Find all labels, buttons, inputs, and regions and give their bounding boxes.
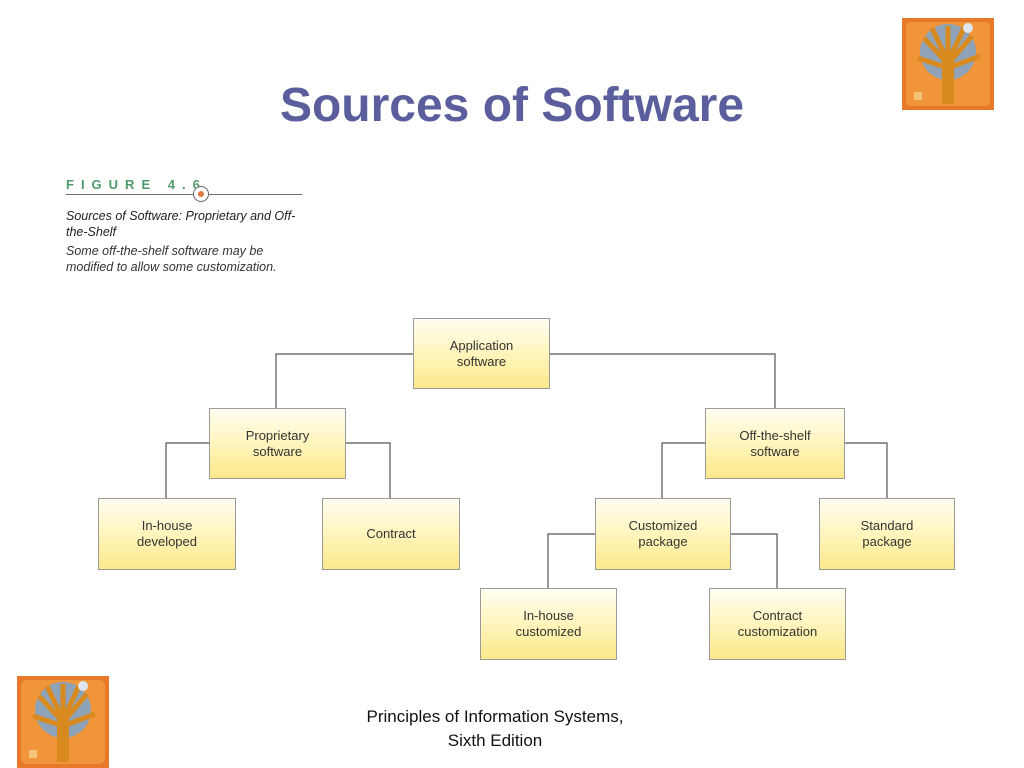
node-in-house-developed: In-house developed [98, 498, 236, 570]
connector-proprietary-inhouse [165, 442, 209, 498]
node-standard-package: Standard package [819, 498, 955, 570]
tree-icon [17, 676, 109, 768]
figure-note: Some off-the-shelf software may be modif… [66, 244, 277, 274]
slide-title: Sources of Software [279, 79, 745, 132]
book-cover-logo [902, 18, 994, 110]
connector-offshelf-customized [661, 442, 705, 498]
tree-icon [902, 18, 994, 110]
connector-proprietary-contract [346, 442, 391, 498]
node-contract-customization: Contract customization [709, 588, 846, 660]
connector-app-offshelf [550, 353, 776, 408]
connector-customized-contract [731, 533, 778, 588]
figure-dot-icon [193, 186, 209, 202]
node-customized-package: Customized package [595, 498, 731, 570]
node-contract: Contract [322, 498, 460, 570]
connector-offshelf-standard [845, 442, 888, 498]
connector-customized-inhouse [547, 533, 595, 588]
node-application-software: Application software [413, 318, 550, 389]
connector-app-proprietary [275, 353, 413, 408]
figure-label: FIGURE 4.6 [66, 177, 207, 192]
figure-caption: Sources of Software: Proprietary and Off… [66, 209, 296, 239]
node-proprietary-software: Proprietary software [209, 408, 346, 479]
figure-rule [66, 194, 302, 195]
slide-footer: Principles of Information Systems, Sixth… [366, 707, 624, 750]
node-off-the-shelf-software: Off-the-shelf software [705, 408, 845, 479]
book-cover-logo [17, 676, 109, 768]
node-in-house-customized: In-house customized [480, 588, 617, 660]
